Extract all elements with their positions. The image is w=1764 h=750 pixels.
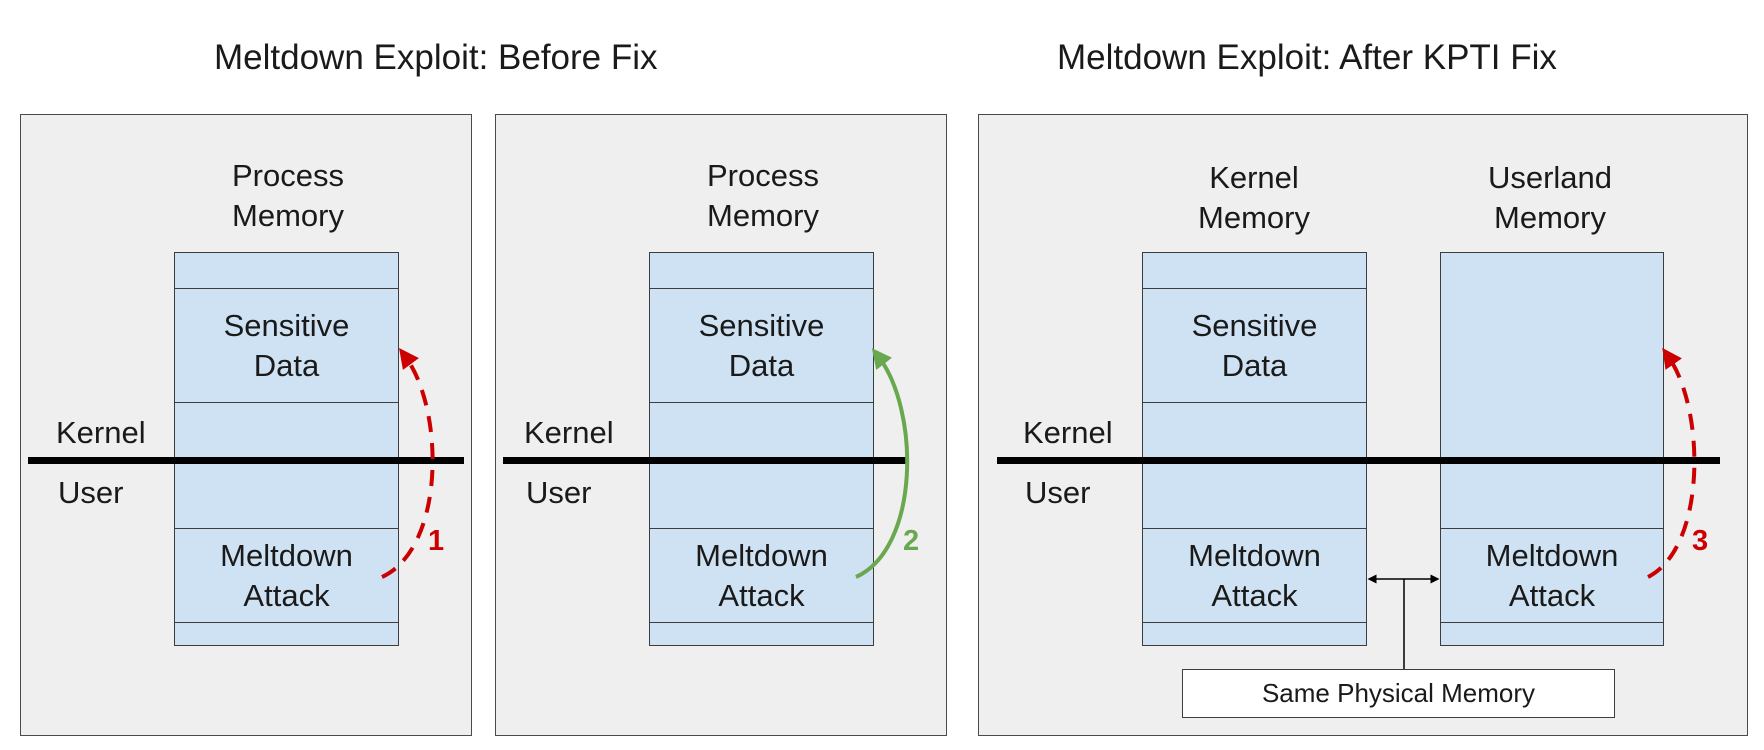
kernel-user-boundary (997, 457, 1720, 464)
meltdown-attack-block: Meltdown Attack (649, 528, 874, 624)
meltdown-attack-block-userland: Meltdown Attack (1440, 528, 1664, 624)
arrow-number-2: 2 (903, 525, 919, 557)
user-label: User (58, 475, 124, 510)
user-label: User (1025, 475, 1091, 510)
same-physical-memory-box: Same Physical Memory (1182, 669, 1615, 718)
user-label: User (526, 475, 592, 510)
kernel-memory-block-middle (1142, 402, 1367, 530)
memory-block-bottom (649, 622, 874, 646)
memory-block-bottom (174, 622, 399, 646)
arrow-number-3: 3 (1692, 525, 1708, 557)
kernel-label: Kernel (1023, 415, 1113, 450)
memory-block-middle (649, 402, 874, 530)
arrow-number-1: 1 (428, 525, 444, 557)
after-fix-heading: Meltdown Exploit: After KPTI Fix (1057, 38, 1557, 77)
successful-read-arrow-2 (855, 348, 910, 579)
kernel-user-boundary (503, 457, 907, 464)
process-memory-title: Process Memory (707, 158, 819, 233)
process-memory-title: Process Memory (232, 158, 344, 233)
meltdown-attack-block: Meltdown Attack (174, 528, 399, 624)
userland-memory-block-bottom (1440, 622, 1664, 646)
memory-block-middle (174, 402, 399, 530)
meltdown-attack-block-kernel: Meltdown Attack (1142, 528, 1367, 624)
kernel-label: Kernel (56, 415, 146, 450)
kernel-memory-title: Kernel Memory (1198, 160, 1310, 235)
kernel-label: Kernel (524, 415, 614, 450)
kernel-user-boundary (28, 457, 464, 464)
blocked-read-arrow-3 (1647, 347, 1697, 579)
kernel-memory-block-bottom (1142, 622, 1367, 646)
memory-block-top (649, 252, 874, 290)
sensitive-data-block: Sensitive Data (649, 288, 874, 404)
userland-memory-title: Userland Memory (1487, 160, 1613, 235)
userland-memory-block-upper (1440, 252, 1664, 530)
blocked-read-arrow-1 (381, 347, 435, 579)
sensitive-data-block: Sensitive Data (1142, 288, 1367, 404)
before-fix-heading: Meltdown Exploit: Before Fix (214, 38, 658, 77)
